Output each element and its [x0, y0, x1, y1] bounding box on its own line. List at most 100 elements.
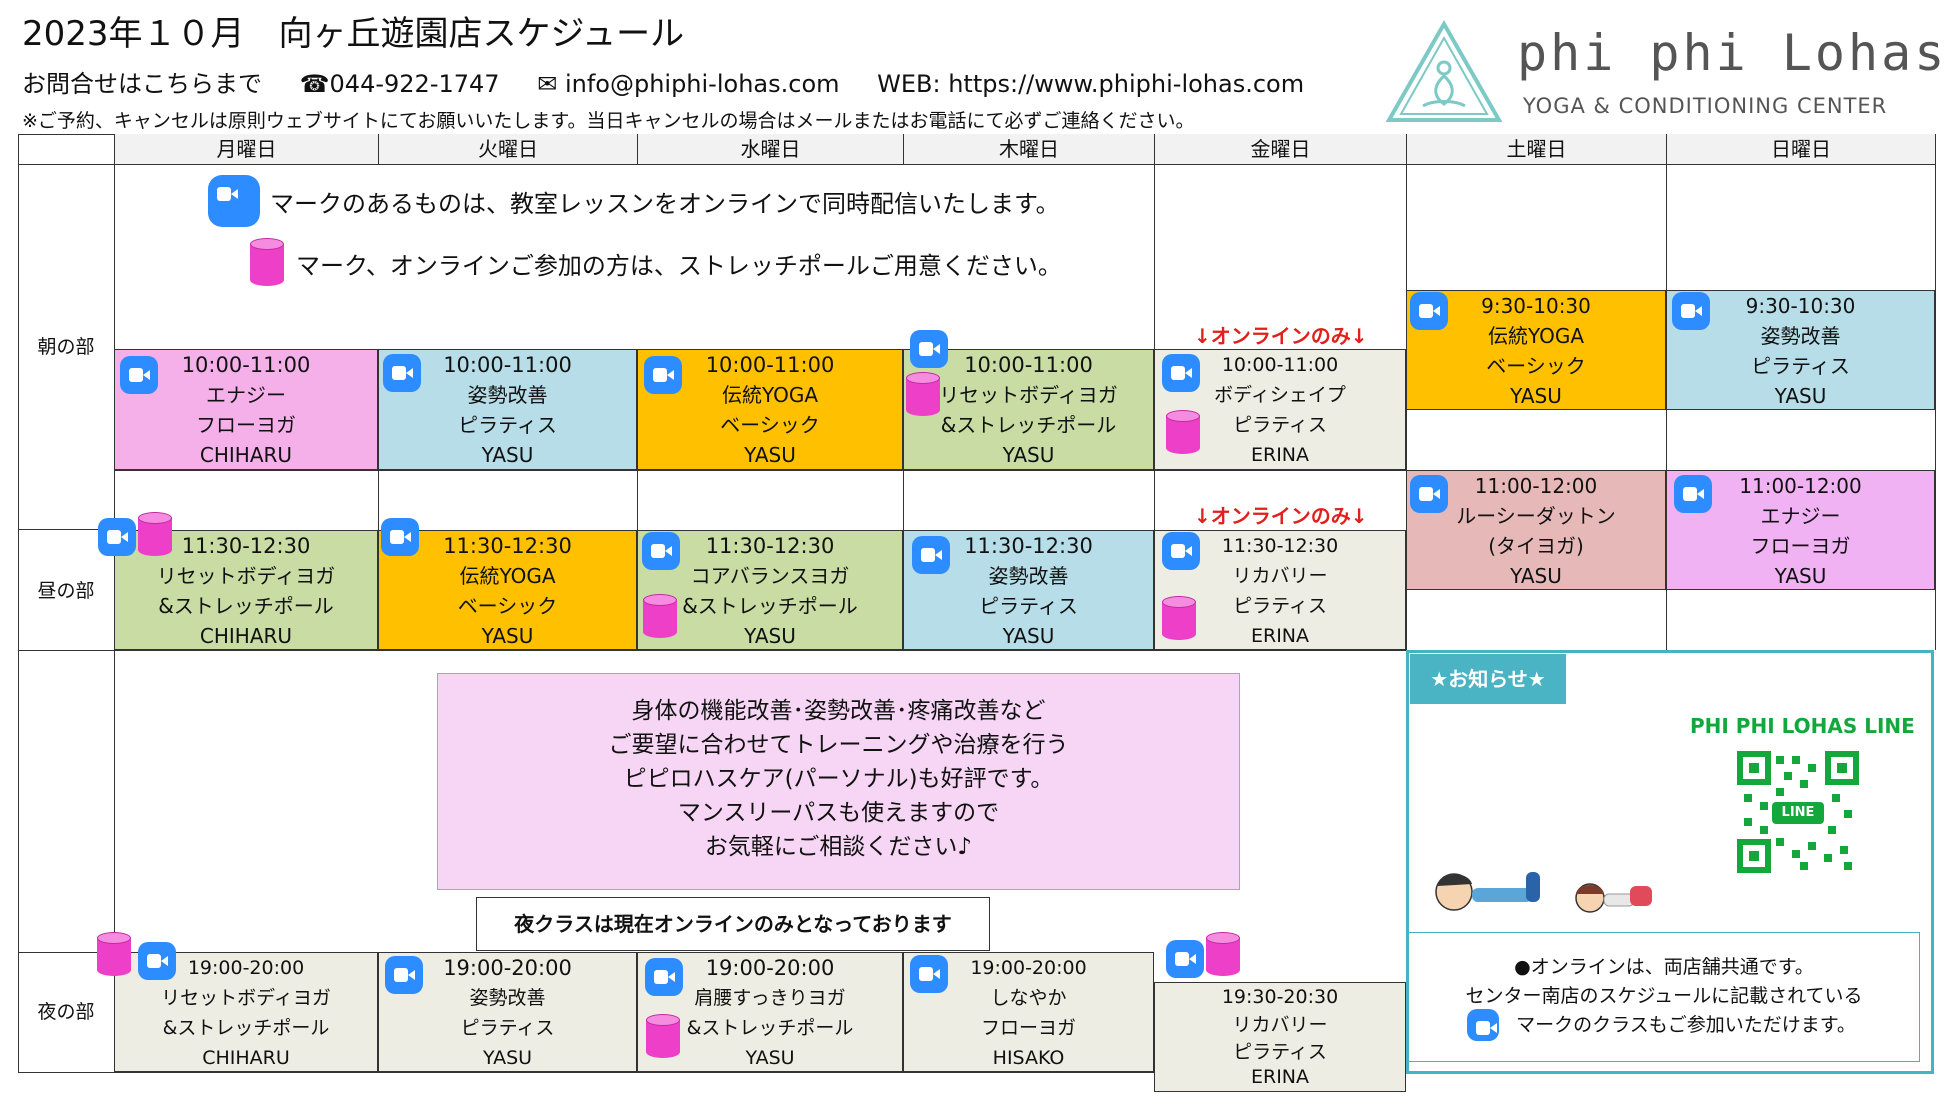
- class-sun-morning[interactable]: 9:30-10:30 姿勢改善 ピラティス YASU: [1666, 290, 1935, 410]
- class-name-1: しなやか: [990, 987, 1067, 1009]
- class-name-1: リカバリー: [1232, 565, 1328, 587]
- class-time: 11:00-12:00: [1739, 474, 1862, 498]
- class-name-2: フローヨガ: [196, 413, 296, 437]
- grid-line: [903, 470, 904, 530]
- class-time: 9:30-10:30: [1481, 294, 1591, 318]
- grid-line: [903, 134, 904, 164]
- class-teacher: YASU: [1002, 624, 1055, 648]
- class-time: 11:30-12:30: [181, 534, 311, 558]
- grid-line: [18, 1072, 1154, 1073]
- legend-zoom-text: マークのあるものは、教室レッスンをオンラインで同時配信いたします。: [270, 190, 1060, 218]
- class-teacher: YASU: [745, 1047, 795, 1069]
- line-label: PHI PHI LOHAS LINE: [1690, 714, 1915, 738]
- class-time: 11:00-12:00: [1474, 474, 1598, 498]
- grid-line: [378, 134, 379, 164]
- stretch-pole-icon: [906, 372, 940, 418]
- class-time: 10:00-11:00: [181, 353, 311, 377]
- period-night: 夜の部: [37, 1001, 95, 1023]
- class-name-2: &ストレッチポール: [940, 413, 1117, 437]
- class-name-1: 伝統YOGA: [721, 383, 819, 407]
- class-name-1: 伝統YOGA: [1487, 324, 1585, 348]
- class-thu-noon[interactable]: 11:30-12:30 姿勢改善 ピラティス YASU: [903, 530, 1154, 650]
- zoom-icon: [138, 942, 176, 980]
- line-qr-code[interactable]: LINE: [1736, 750, 1860, 874]
- stretch-pole-icon: [250, 238, 284, 288]
- personal-care-promo: 身体の機能改善･姿勢改善･疼痛改善など ご要望に合わせてトレーニングや治療を行う…: [437, 673, 1240, 890]
- class-time: 11:30-12:30: [1221, 535, 1339, 557]
- reservation-note: ※ご予約、キャンセルは原則ウェブサイトにてお願いいたします。当日キャンセルの場合…: [22, 110, 1195, 132]
- class-name-1: 伝統YOGA: [459, 564, 556, 588]
- class-name-2: ピラティス: [1751, 354, 1850, 378]
- day-header-tue: 火曜日: [379, 134, 637, 164]
- promo-line: ご要望に合わせてトレーニングや治療を行う: [608, 732, 1069, 758]
- class-name-2: ピラティス: [458, 413, 557, 437]
- news-badge: ★お知らせ★: [1410, 654, 1566, 704]
- class-name-1: 姿勢改善: [1760, 324, 1841, 348]
- class-teacher: ERINA: [1250, 444, 1310, 466]
- class-time: 10:00-11:00: [443, 353, 572, 377]
- class-teacher: YASU: [481, 443, 534, 467]
- online-info-box: ●オンラインは、両店舗共通です。 センター南店のスケジュールに記載されている マ…: [1408, 932, 1920, 1062]
- logo-subtitle: YOGA & CONDITIONING CENTER: [1523, 94, 1888, 118]
- class-teacher: CHIHARU: [199, 624, 293, 648]
- zoom-icon: [912, 536, 950, 574]
- class-wed-night[interactable]: 19:00-20:00 肩腰すっきりヨガ &ストレッチポール YASU: [637, 952, 903, 1072]
- zoom-icon: [381, 518, 419, 556]
- zoom-icon: [1672, 292, 1710, 330]
- period-noon: 昼の部: [37, 580, 95, 602]
- class-sat-morning[interactable]: 9:30-10:30 伝統YOGA ベーシック YASU: [1406, 290, 1666, 410]
- promo-line: ピピロハスケア(パーソナル)も好評です。: [623, 766, 1054, 792]
- day-header-sun: 日曜日: [1667, 134, 1935, 164]
- stretch-pole-icon: [1166, 410, 1200, 456]
- class-name-1: リセットボディヨガ: [939, 383, 1118, 407]
- class-name-2: ピラティス: [979, 594, 1078, 618]
- zoom-icon: [1410, 292, 1448, 330]
- grid-line: [114, 470, 1935, 471]
- class-name-2: &ストレッチポール: [158, 594, 334, 618]
- class-name-2: &ストレッチポール: [686, 1017, 854, 1039]
- class-time: 19:30-20:30: [1221, 986, 1339, 1008]
- class-thu-morning[interactable]: 10:00-11:00 リセットボディヨガ &ストレッチポール YASU: [903, 349, 1154, 470]
- zoom-icon: [910, 955, 948, 993]
- zoom-icon: [642, 532, 680, 570]
- class-fri-night[interactable]: 19:30-20:30 リカバリー ピラティス ERINA: [1154, 982, 1406, 1092]
- class-teacher: YASU: [1774, 564, 1827, 588]
- zoom-icon: [910, 330, 948, 368]
- page-title: 2023年１０月 向ヶ丘遊園店スケジュール: [22, 14, 685, 54]
- zoom-icon: [120, 356, 158, 394]
- phone-number[interactable]: ☎044-922-1747: [299, 70, 500, 98]
- stretch-pole-icon: [97, 932, 131, 978]
- grid-line: [637, 134, 638, 164]
- class-name-1: 姿勢改善: [988, 564, 1069, 588]
- day-header-mon: 月曜日: [115, 134, 378, 164]
- class-wed-noon[interactable]: 11:30-12:30 コアバランスヨガ &ストレッチポール YASU: [637, 530, 903, 650]
- contact-line: お問合せはこちらまで ☎044-922-1747 ✉ info@phiphi-l…: [22, 64, 1334, 99]
- grid-line: [18, 650, 1406, 651]
- class-teacher: YASU: [1002, 443, 1055, 467]
- class-name-2: ベーシック: [457, 594, 558, 618]
- class-name-1: エナジー: [1760, 504, 1841, 528]
- stretch-pole-icon: [138, 512, 172, 558]
- class-name-2: ピラティス: [1233, 1041, 1327, 1063]
- class-name-1: ルーシーダットン: [1456, 504, 1616, 528]
- website-url[interactable]: WEB: https://www.phiphi-lohas.com: [877, 70, 1305, 98]
- class-teacher: ERINA: [1250, 1066, 1310, 1088]
- grid-line: [18, 164, 1935, 165]
- class-sat-late-morning[interactable]: 11:00-12:00 ルーシーダットン (タイヨガ) YASU: [1406, 470, 1666, 590]
- grid-line: [1935, 134, 1936, 650]
- night-online-note: 夜クラスは現在オンラインのみとなっております: [476, 897, 990, 951]
- class-mon-morning[interactable]: 10:00-11:00 エナジー フローヨガ CHIHARU: [114, 349, 378, 470]
- email-address[interactable]: ✉ info@phiphi-lohas.com: [537, 70, 840, 98]
- class-name-2: フローヨガ: [980, 1017, 1076, 1039]
- online-only-label: ↓オンラインのみ↓: [1194, 324, 1368, 348]
- zoom-icon: [644, 356, 682, 394]
- class-tue-morning[interactable]: 10:00-11:00 姿勢改善 ピラティス YASU: [378, 349, 637, 470]
- class-teacher: CHIHARU: [202, 1047, 290, 1069]
- zoom-icon: [1467, 1009, 1499, 1041]
- day-header-fri: 金曜日: [1155, 134, 1406, 164]
- class-teacher: YASU: [1510, 384, 1562, 408]
- class-tue-noon[interactable]: 11:30-12:30 伝統YOGA ベーシック YASU: [378, 530, 637, 650]
- class-name-2: (タイヨガ): [1488, 534, 1584, 558]
- class-teacher: YASU: [744, 443, 796, 467]
- stretch-pole-icon: [643, 594, 677, 640]
